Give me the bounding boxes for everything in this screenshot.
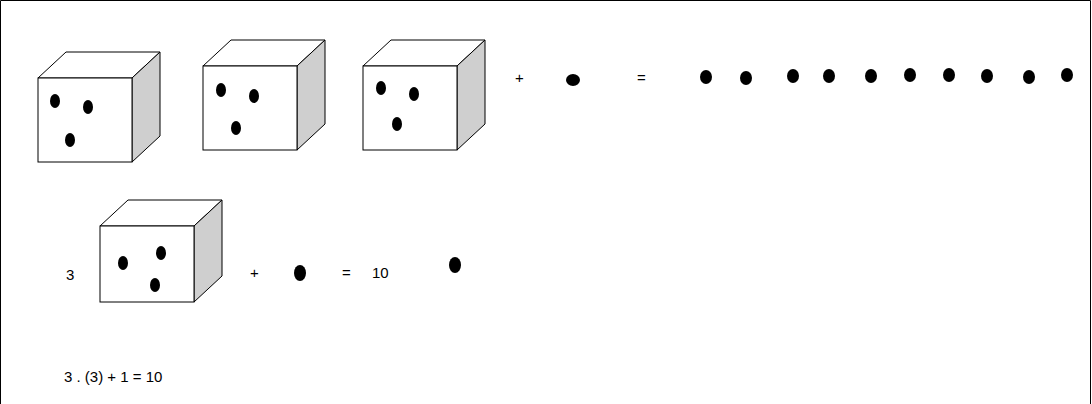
- cube-front: [38, 78, 132, 162]
- dice-cube: [363, 40, 485, 150]
- dot: [865, 69, 877, 83]
- pip: [392, 117, 402, 131]
- pip: [249, 89, 259, 103]
- dot: [787, 69, 799, 83]
- dice-cube: [38, 52, 160, 162]
- dot: [943, 68, 955, 82]
- dot: [904, 68, 916, 82]
- dot: [566, 74, 580, 86]
- dot-row: [700, 68, 1073, 85]
- dot: [449, 257, 461, 273]
- pip: [83, 100, 93, 114]
- pip: [50, 94, 60, 108]
- pip: [65, 133, 75, 147]
- cube-front: [203, 66, 297, 150]
- dot: [823, 69, 835, 83]
- equals-sign: =: [342, 264, 351, 282]
- total-count: 10: [372, 264, 389, 282]
- pip: [150, 278, 160, 292]
- pip: [409, 87, 419, 101]
- pip: [118, 256, 128, 270]
- pip: [376, 81, 386, 95]
- pip: [231, 121, 241, 135]
- dot: [1023, 70, 1035, 84]
- cube-side: [132, 52, 160, 162]
- cube-side: [194, 200, 222, 302]
- dot: [294, 265, 306, 281]
- pip: [216, 83, 226, 97]
- dot: [1061, 68, 1073, 82]
- cube-side: [457, 40, 485, 150]
- plus-sign: +: [250, 264, 259, 282]
- dot: [981, 69, 993, 83]
- dot: [700, 70, 712, 84]
- equals-sign: =: [637, 69, 646, 87]
- cube-front: [363, 66, 457, 150]
- plus-sign: +: [515, 69, 524, 87]
- pip: [156, 246, 166, 260]
- dice-cube: [100, 200, 222, 302]
- coefficient: 3: [66, 266, 74, 284]
- dice-cube: [203, 40, 325, 150]
- cube-side: [297, 40, 325, 150]
- dot: [740, 71, 752, 85]
- equation: 3 . (3) + 1 = 10: [64, 368, 162, 386]
- cube-front: [100, 226, 194, 302]
